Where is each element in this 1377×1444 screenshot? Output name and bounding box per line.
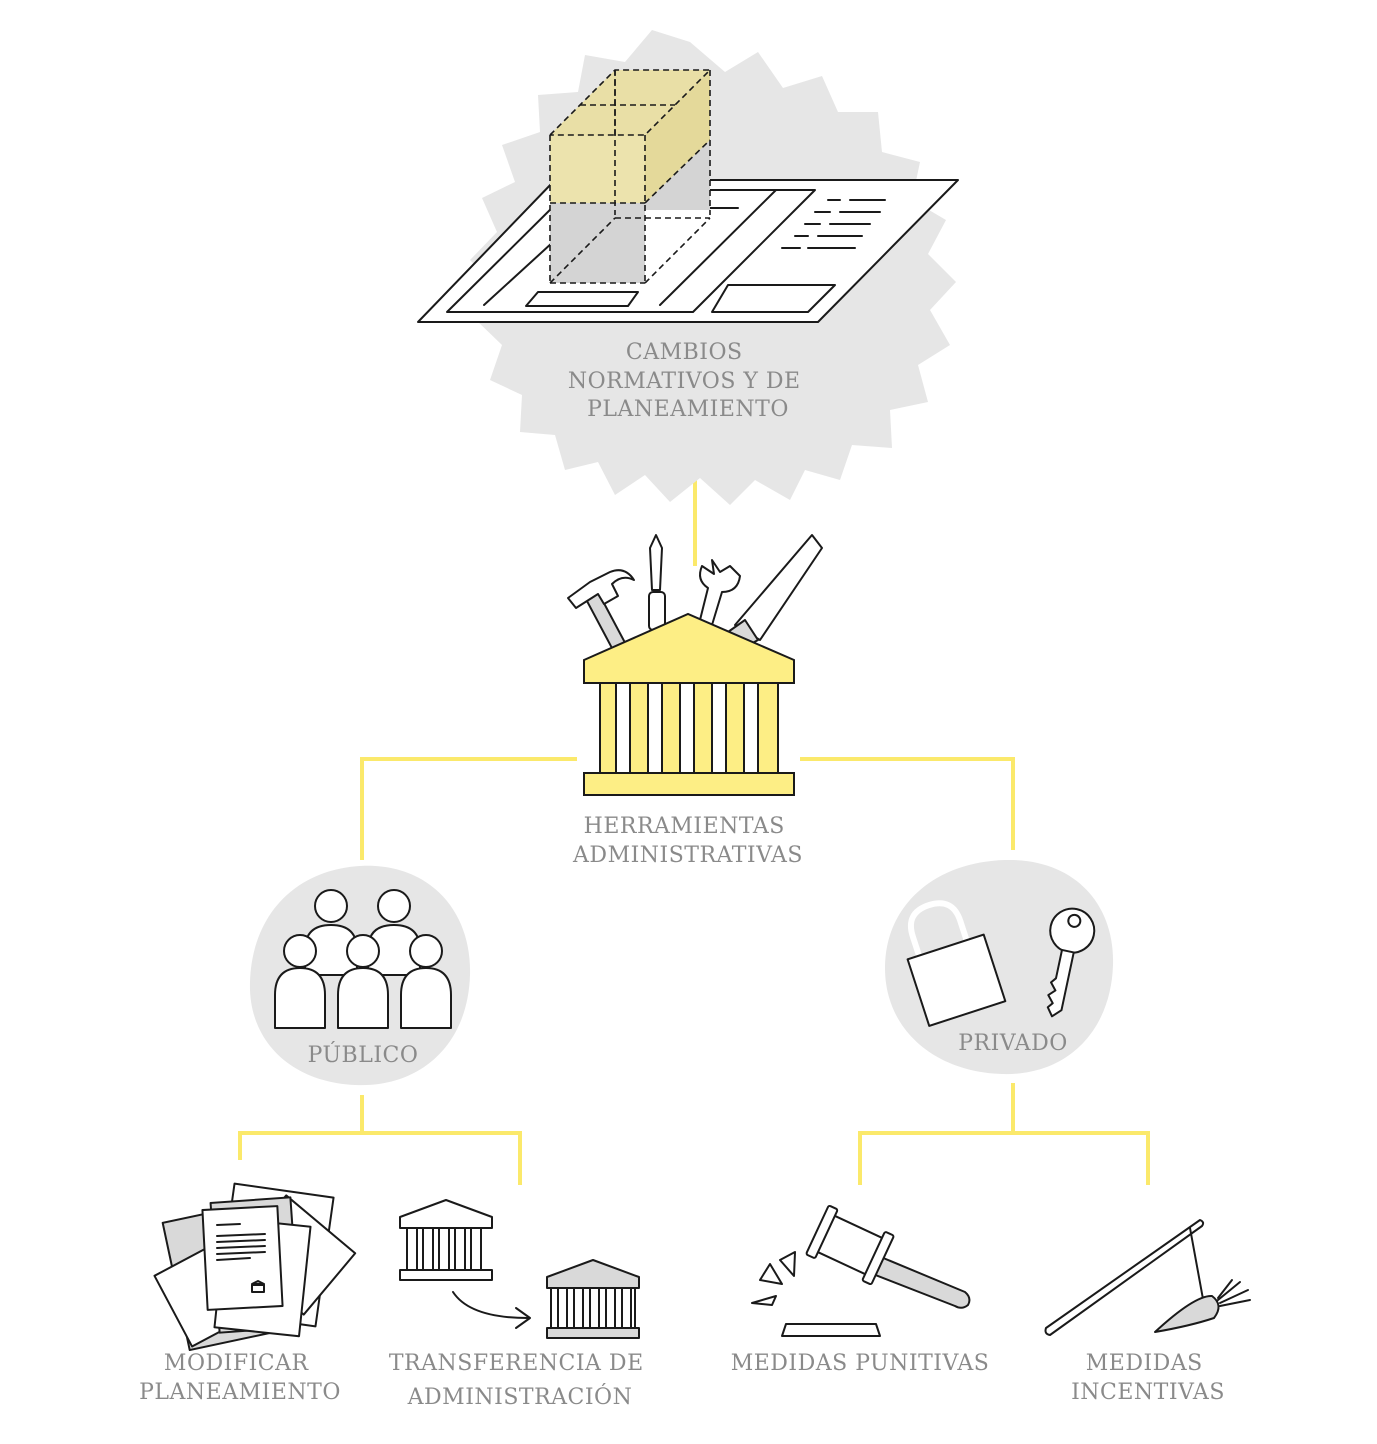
label-incentive: MEDIDAS INCENTIVAS xyxy=(1071,1351,1225,1405)
node-transfer: TRANSFERENCIA DE ADMINISTRACIÓN xyxy=(389,1199,651,1410)
transfer-arrow xyxy=(452,1291,529,1319)
label-modify: MODIFICAR PLANEAMIENTO xyxy=(139,1351,341,1405)
label-private: PRIVADO xyxy=(958,1031,1068,1056)
institution-target-icon xyxy=(546,1259,640,1339)
institution-source-icon xyxy=(399,1199,493,1281)
screwdriver-icon xyxy=(648,534,666,631)
plan-text-lines xyxy=(781,199,886,249)
people-group-icon xyxy=(274,889,452,1029)
gavel-icon xyxy=(751,1204,971,1337)
carrot-stick-icon xyxy=(1044,1219,1251,1336)
transfer-arrowhead xyxy=(515,1307,531,1329)
connectors xyxy=(238,455,1150,1185)
label-public-line-1: PÚBLICO xyxy=(308,1041,419,1068)
connector-middle-public xyxy=(360,757,577,860)
documents-icon xyxy=(153,1182,357,1352)
institution-toolbox-icon xyxy=(567,534,823,796)
node-punitive: MEDIDAS PUNITIVAS xyxy=(731,1204,990,1376)
gavel-head xyxy=(805,1204,895,1286)
gavel-block xyxy=(781,1323,881,1337)
stick xyxy=(1044,1219,1205,1336)
label-top-line-1: CAMBIOS xyxy=(626,340,743,365)
connector-public-branches xyxy=(238,1131,522,1185)
node-middle: HERRAMIENTAS ADMINISTRATIVAS xyxy=(567,534,823,868)
lock-and-key-icon xyxy=(906,900,1096,1027)
node-modify: MODIFICAR PLANEAMIENTO xyxy=(139,1182,357,1405)
plan-street-2 xyxy=(659,189,777,306)
label-incentive-line-1: MEDIDAS xyxy=(1086,1351,1203,1376)
institution-transfer-icon xyxy=(399,1199,640,1339)
volume-edges xyxy=(549,69,712,284)
node-public: PÚBLICO xyxy=(249,865,471,1086)
label-transfer-line-1: TRANSFERENCIA DE xyxy=(389,1351,644,1376)
node-top: CAMBIOS NORMATIVOS Y DE PLANEAMIENTO xyxy=(417,30,959,505)
connector-private-branches xyxy=(858,1131,1150,1185)
label-middle: HERRAMIENTAS ADMINISTRATIVAS xyxy=(572,814,803,868)
plan-inner-frame xyxy=(446,189,816,313)
label-top: CAMBIOS NORMATIVOS Y DE PLANEAMIENTO xyxy=(568,340,808,422)
volume-top xyxy=(550,70,710,135)
key-icon xyxy=(1046,907,1096,1018)
label-private-line-1: PRIVADO xyxy=(958,1031,1068,1056)
document-seal-icon xyxy=(251,1280,265,1293)
label-middle-line-2: ADMINISTRATIVAS xyxy=(572,843,803,868)
label-top-line-3: PLANEAMIENTO xyxy=(587,397,789,422)
node-incentive: MEDIDAS INCENTIVAS xyxy=(1044,1219,1251,1405)
connector-middle-private xyxy=(800,757,1015,850)
plan-block-2 xyxy=(711,284,836,313)
carrot-leaves xyxy=(1217,1279,1251,1307)
padlock-icon xyxy=(906,900,1007,1027)
zoning-plan-icon xyxy=(417,69,959,323)
label-public: PÚBLICO xyxy=(308,1041,419,1068)
label-transfer: TRANSFERENCIA DE ADMINISTRACIÓN xyxy=(389,1351,651,1410)
label-modify-line-1: MODIFICAR xyxy=(164,1351,310,1376)
plan-block-1 xyxy=(525,291,639,307)
institution-building xyxy=(583,612,795,796)
volume-front-top xyxy=(550,135,645,203)
document-lines xyxy=(216,1223,266,1261)
node-private: PRIVADO xyxy=(885,859,1114,1075)
label-punitive: MEDIDAS PUNITIVAS xyxy=(731,1351,990,1376)
label-incentive-line-2: INCENTIVAS xyxy=(1071,1380,1225,1405)
volume-side-top xyxy=(645,70,710,203)
hammer-icon xyxy=(567,569,635,653)
wrench-icon xyxy=(699,559,741,626)
string xyxy=(1189,1227,1206,1311)
label-top-line-2: NORMATIVOS Y DE xyxy=(568,369,801,394)
label-middle-line-1: HERRAMIENTAS xyxy=(584,814,785,839)
label-modify-line-2: PLANEAMIENTO xyxy=(139,1380,341,1405)
carrot xyxy=(1154,1294,1220,1333)
impact-marks xyxy=(751,1251,796,1306)
label-transfer-line-2: ADMINISTRACIÓN xyxy=(407,1383,633,1410)
saw-icon xyxy=(727,534,823,651)
label-punitive-line-1: MEDIDAS PUNITIVAS xyxy=(731,1351,990,1376)
